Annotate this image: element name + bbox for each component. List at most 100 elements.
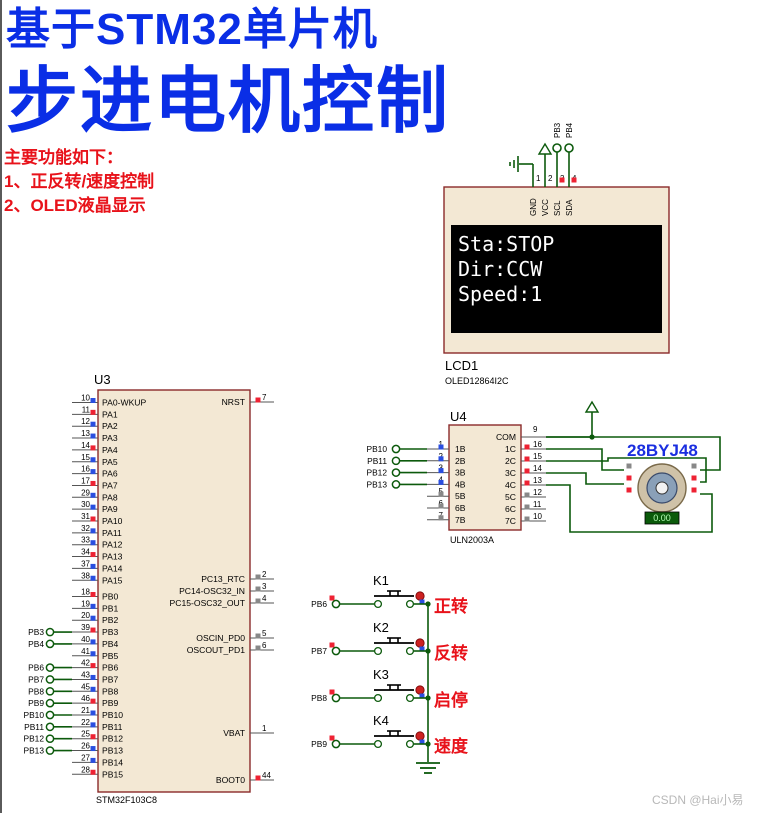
pin-state-marker [90,469,96,475]
driver-net-label: PB13 [367,479,388,489]
oled-pin-number: 2 [548,174,553,183]
motor-wire-1 [546,448,624,471]
pin-state-marker [90,757,96,763]
mcu-pin-name: PB11 [102,722,123,732]
net-label: PB3 [553,122,562,138]
driver-pin-name: 6B [455,503,466,513]
mcu-pin-name: PB6 [102,663,118,673]
pin-state-marker [438,503,444,509]
mcu-pin-name: PB4 [102,639,118,649]
pin-state-marker [90,540,96,546]
key-function-label: 正转 [434,596,468,616]
switch-contact [373,646,383,656]
mcu-pin-name: PA0-WKUP [102,398,147,408]
mcu-pin-name: PC14-OSC32_IN [179,586,245,596]
driver-pin-name: 5C [505,492,516,502]
oled-pin-number: 1 [536,174,541,183]
driver-pin-number: 12 [533,488,542,497]
motor-shaft [655,481,669,495]
driver-pin-name: 1B [455,444,466,454]
driver-pin-name: 2B [455,456,466,466]
driver-pin-name: 3C [505,468,516,478]
switch-contact [405,646,415,656]
mcu-pin-name: OSCIN_PD0 [196,633,245,643]
mcu-net-label: PB10 [24,710,45,720]
mcu-pin-name: PA1 [102,409,118,419]
driver-pin-number: 11 [533,500,542,509]
pin-state-marker [90,409,96,415]
function-item-1: 1、正反转/速度控制 [4,172,155,191]
driver-pin-name: 5B [455,491,466,501]
mcu-pin-name: PA5 [102,457,118,467]
net-terminal [45,627,55,637]
motor-pin-marker [691,487,697,493]
mcu-pin-number: 7 [262,393,267,402]
mcu-pin-name: PB12 [102,734,123,744]
mcu-pin-name: PA15 [102,575,123,585]
pin-state-marker [438,491,444,497]
switch-contact [373,599,383,609]
mcu-pin-name: PA2 [102,421,118,431]
mcu-part: STM32F103C8 [96,795,157,805]
pin-state-marker [329,735,335,741]
driver-part: ULN2003A [450,535,494,545]
oled-ref: LCD1 [445,358,478,373]
pin-state-marker [438,444,444,450]
pin-state-marker [90,592,96,597]
motor-pin-marker [626,487,632,493]
pin-state-marker [329,642,335,648]
net-terminal [45,710,55,720]
net-terminal [331,646,341,656]
key-net-label: PB6 [311,599,327,609]
pin-state-marker [419,693,425,699]
mcu-pin-number: 30 [81,500,90,509]
driver-pin-name: 2C [505,456,516,466]
pin-state-marker [255,586,261,592]
pin-state-marker [90,445,96,451]
pin-state-marker [438,515,444,521]
oled-module: Sta:STOPDir:CCWSpeed:1LCD1OLED12864I2CGN… [443,122,670,386]
mcu-pin-name: PA9 [102,504,118,514]
oled-pin-name: VCC [541,199,550,216]
pin-state-marker [90,504,96,510]
switch-contact [373,693,383,703]
pin-state-marker [90,398,96,403]
mcu-net-label: PB13 [24,746,45,756]
mcu-pin-number: 3 [262,582,267,591]
mcu-pin-number: 26 [81,742,90,751]
key-function-label: 反转 [434,643,468,663]
driver-pin-name: 3B [455,468,466,478]
mcu-pin-number: 40 [81,635,90,644]
motor-wire-2 [546,457,707,483]
mcu-pin-number: 38 [81,571,90,580]
key-probe-dot [415,731,425,741]
key-function-label: 启停 [434,690,468,710]
key-probe-dot [415,591,425,601]
mcu-pin-name: PB15 [102,769,123,779]
driver-net-label: PB12 [367,468,388,478]
pin-state-marker [524,444,530,450]
mcu-pin-number: 14 [81,441,90,450]
pin-state-marker [90,552,96,558]
mcu-pin-number: 4 [262,594,267,603]
mcu-pin-number: 20 [81,611,90,620]
mcu-pin-name: BOOT0 [216,775,245,785]
mcu-pin-name: PC15-OSC32_OUT [170,598,246,608]
pin-state-marker [90,603,96,609]
motor-readout-box [644,511,680,525]
mcu-pin-name: PB2 [102,615,118,625]
mcu-pin-number: 29 [81,488,90,497]
mcu-pin-number: 12 [81,417,90,426]
pin-state-marker [90,528,96,534]
motor-readout: 0.00 [653,513,671,523]
mcu-net-label: PB7 [28,674,44,684]
net-terminal [45,675,55,684]
mcu-pin-name: PB10 [102,710,123,720]
oled-pin-name: SDA [565,199,574,216]
net-terminal [45,746,55,755]
net-terminal [45,734,55,744]
pin-state-marker [524,480,530,486]
